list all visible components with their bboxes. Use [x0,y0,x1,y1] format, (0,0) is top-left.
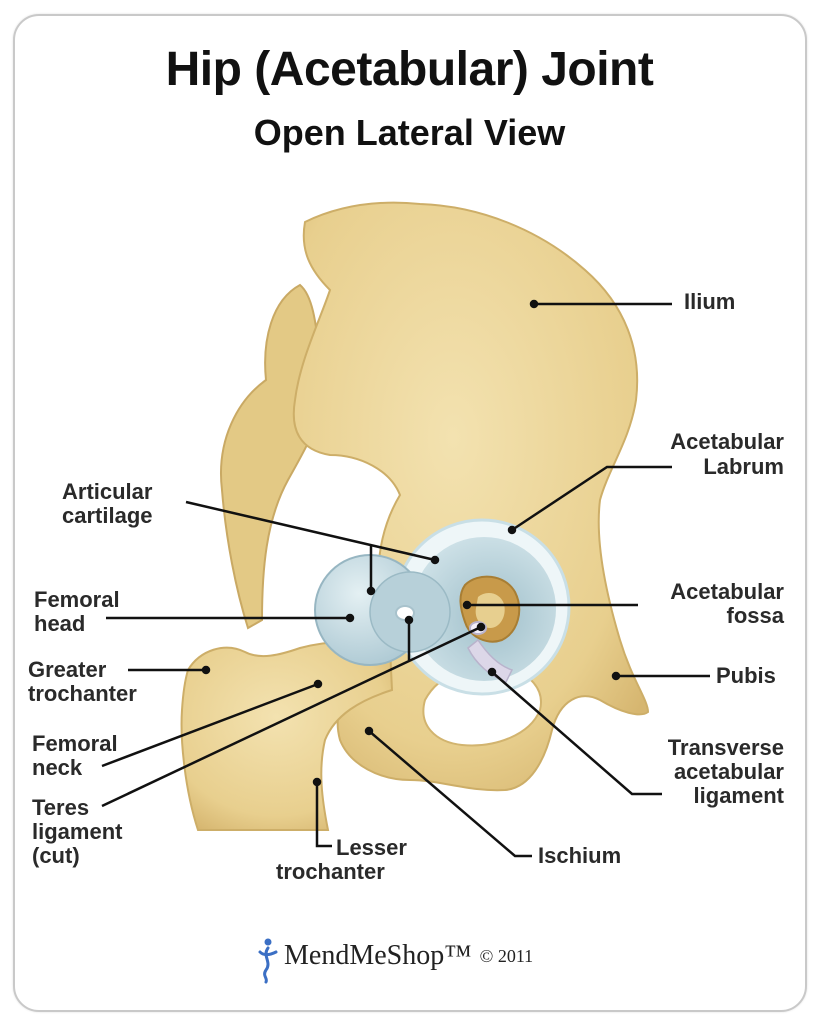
leader-labrum [511,465,672,532]
leader-fossa-dot [462,600,472,610]
label-greater-trochanter-line1: Greater [28,657,107,682]
leader-pubis-dot [611,671,621,681]
label-articular-cartilage-line1: Articular [62,479,153,504]
leader-ischium-dot [364,726,374,736]
label-transverse-ligament-line2: acetabular [673,759,784,784]
label-acetabular-fossa-line2: fossa [726,603,784,628]
leader-greater-trochanter-dot [201,665,211,675]
leader-transverse-dot [487,667,497,677]
label-ilium: Ilium [684,289,736,314]
sacrum-shape [220,283,324,630]
copyright-text: © 2011 [479,945,534,966]
leader-cartilage-branch-dot [366,586,376,596]
leader-ilium-dot [529,299,539,309]
leader-labrum-dot [507,525,517,535]
label-teres-ligament-line2: ligament [32,819,123,844]
leader-lines [101,299,710,858]
femur-shape [180,641,394,831]
label-femoral-head-line2: head [34,611,86,636]
label-femoral-neck-line1: Femoral [32,731,118,756]
mendmeshop-logo-icon [258,938,278,984]
fossa-inner [475,592,505,628]
label-transverse-ligament-line1: Transverse [667,735,784,760]
leader-teres-branch-dot [404,615,414,625]
label-acetabular-labrum-line1: Acetabular [670,429,784,454]
brand-name: MendMeShop™ [284,940,472,971]
label-ischium: Ischium [538,843,622,868]
leader-lesser-trochanter-dot [312,777,322,787]
leader-cartilage-dot [430,555,440,565]
label-acetabular-labrum-line2: Labrum [703,454,784,479]
label-lesser-trochanter-line2: trochanter [276,859,385,884]
label-transverse-ligament-line3: ligament [693,783,784,808]
leader-lesser-trochanter [315,782,332,848]
diagram-title: Hip (Acetabular) Joint [165,43,654,96]
leader-ischium [368,730,532,858]
leader-neck-dot [313,679,323,689]
label-greater-trochanter-line2: trochanter [28,681,137,706]
label-pubis: Pubis [716,663,776,688]
label-lesser-trochanter-line1: Lesser [336,835,407,860]
label-femoral-neck-line2: neck [32,755,83,780]
leader-transverse [491,671,662,796]
diagram-subtitle: Open Lateral View [253,112,566,153]
label-acetabular-fossa-line1: Acetabular [670,579,784,604]
footer-brand: MendMeShop™ © 2011 [262,934,533,978]
leader-neck [101,682,319,768]
leader-teres-dot [476,622,486,632]
leader-teres [101,625,482,808]
leader-cartilage [185,500,436,562]
transverse-ligament-shape [467,638,514,683]
label-teres-ligament-line1: Teres [32,795,90,820]
label-teres-ligament-line3: (cut) [32,843,80,868]
label-femoral-head-line1: Femoral [34,587,120,612]
label-articular-cartilage-line2: cartilage [62,503,153,528]
leader-head-dot [345,613,355,623]
